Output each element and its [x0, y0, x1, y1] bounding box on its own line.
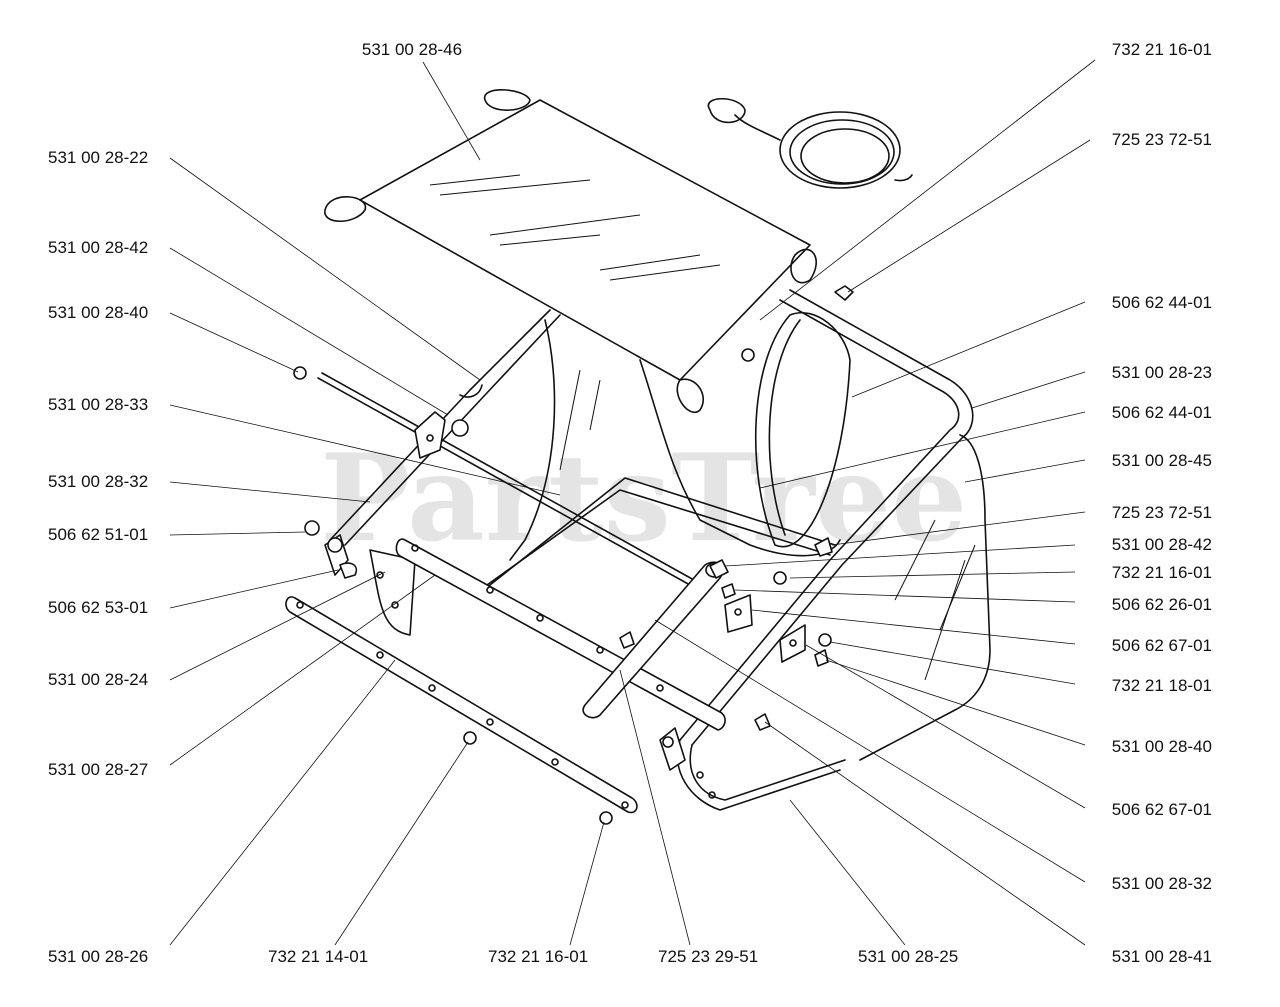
label-531-00-28-41: 531 00 28-41	[1112, 947, 1212, 966]
nut-bottom-a	[463, 731, 477, 745]
screw-top-right	[834, 285, 854, 301]
label-531-00-28-33: 531 00 28-33	[48, 395, 148, 414]
label-531-00-28-32-b: 531 00 28-32	[1112, 874, 1212, 893]
label-531-00-28-42-a: 531 00 28-42	[48, 238, 148, 257]
label-531-00-28-40-b: 531 00 28-40	[1112, 737, 1212, 756]
label-531-00-28-45: 531 00 28-45	[1112, 451, 1212, 470]
nut-a	[741, 348, 755, 362]
label-531-00-28-23: 531 00 28-23	[1112, 363, 1212, 382]
leader-lines	[169, 59, 1096, 946]
right-endcap	[659, 727, 716, 799]
label-506-62-67-01-a: 506 62 67-01	[1112, 636, 1212, 655]
screw-mid-right	[814, 537, 833, 557]
fasteners	[293, 285, 854, 825]
left-endcap	[324, 534, 358, 579]
label-531-00-28-40-a: 531 00 28-40	[48, 303, 148, 322]
nut-left-mid	[304, 520, 320, 536]
label-531-00-28-32-a: 531 00 28-32	[48, 472, 148, 491]
long-rod	[317, 372, 695, 586]
label-732-21-16-01-top: 732 21 16-01	[1112, 40, 1212, 59]
part-labels: 531 00 28-46 732 21 16-01 725 23 72-51 5…	[48, 40, 1212, 966]
label-732-21-16-01-bot: 732 21 16-01	[488, 947, 588, 966]
label-506-62-26-01: 506 62 26-01	[1112, 595, 1212, 614]
label-506-62-67-01-b: 506 62 67-01	[1112, 800, 1212, 819]
nut-bottom-b	[599, 811, 613, 825]
cord-coil	[707, 98, 913, 189]
label-531-00-28-24: 531 00 28-24	[48, 670, 148, 689]
label-506-62-51-01: 506 62 51-01	[48, 525, 148, 544]
label-531-00-28-22: 531 00 28-22	[48, 148, 148, 167]
label-531-00-28-46: 531 00 28-46	[362, 40, 462, 59]
label-732-21-18-01: 732 21 18-01	[1112, 676, 1212, 695]
side-plate	[369, 549, 416, 636]
label-531-00-28-27: 531 00 28-27	[48, 760, 148, 779]
screw-lower-right	[754, 713, 771, 731]
upper-slat	[395, 538, 726, 731]
label-732-21-14-01: 732 21 14-01	[268, 947, 368, 966]
bag-top-cover	[324, 89, 817, 413]
cap-mid	[709, 559, 729, 579]
screw-center	[619, 631, 635, 649]
left-bracket	[414, 411, 469, 459]
label-725-23-72-51-a: 725 23 72-51	[1112, 130, 1212, 149]
label-506-62-53-01: 506 62 53-01	[48, 598, 148, 617]
pin-a	[721, 583, 736, 599]
label-531-00-28-25: 531 00 28-25	[858, 947, 958, 966]
label-506-62-44-01-a: 506 62 44-01	[1112, 293, 1212, 312]
nut-mid	[773, 571, 787, 585]
label-531-00-28-42-b: 531 00 28-42	[1112, 535, 1212, 554]
label-531-00-28-26: 531 00 28-26	[48, 947, 148, 966]
right-hinges	[724, 594, 806, 663]
lower-slat	[285, 596, 638, 814]
label-506-62-44-01-b: 506 62 44-01	[1112, 403, 1212, 422]
nut-right	[818, 633, 832, 647]
label-725-23-29-51: 725 23 29-51	[658, 947, 758, 966]
label-732-21-16-01-mid: 732 21 16-01	[1112, 563, 1212, 582]
label-725-23-72-51-b: 725 23 72-51	[1112, 503, 1212, 522]
nut-left-top	[293, 366, 307, 380]
pin-b	[814, 649, 829, 667]
